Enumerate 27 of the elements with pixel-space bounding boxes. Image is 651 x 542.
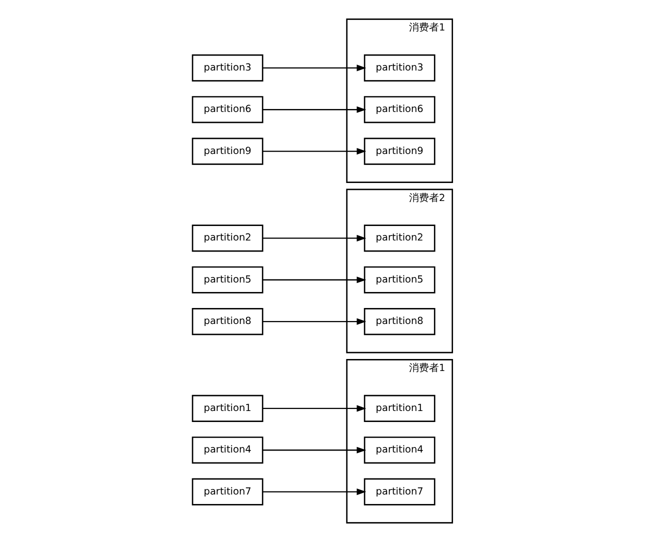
- arrow: [262, 276, 366, 284]
- node-box: partition4: [363, 436, 435, 464]
- node-box: partition1: [363, 394, 435, 422]
- arrow: [262, 234, 366, 242]
- node-box: partition6: [191, 96, 263, 124]
- node-box: partition5: [363, 266, 435, 294]
- node-box: partition8: [363, 308, 435, 336]
- arrow: [262, 64, 366, 72]
- arrow: [262, 318, 366, 325]
- node-box: partition5: [191, 266, 263, 294]
- node-box: partition3: [363, 54, 435, 82]
- arrow: [262, 148, 366, 155]
- node-box: partition4: [191, 436, 263, 464]
- node-box: partition8: [191, 308, 263, 336]
- node-box: partition7: [363, 478, 435, 506]
- node-box: partition7: [191, 478, 263, 506]
- node-box: partition9: [191, 138, 263, 165]
- node-box: partition9: [363, 138, 435, 165]
- node-box: partition6: [363, 96, 435, 124]
- node-box: partition1: [191, 394, 263, 422]
- arrow: [262, 405, 366, 412]
- node-box: partition3: [191, 54, 263, 82]
- arrow: [262, 488, 366, 496]
- arrow: [262, 446, 366, 454]
- node-box: partition2: [191, 224, 263, 252]
- arrow: [262, 106, 366, 113]
- node-box: partition2: [363, 224, 435, 252]
